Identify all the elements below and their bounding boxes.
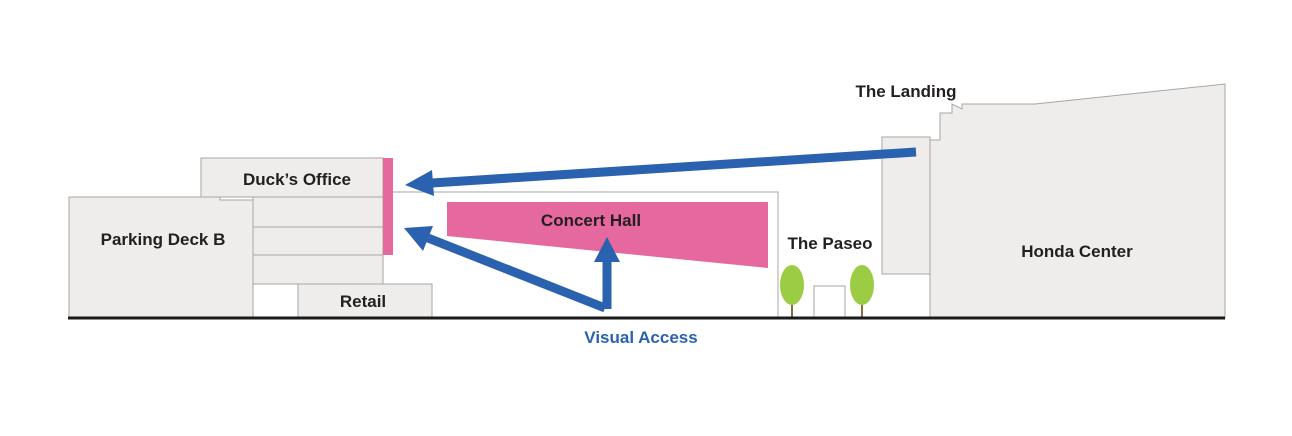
tree-left <box>780 265 804 318</box>
visual-access-label: Visual Access <box>584 328 698 347</box>
paseo-tower-building <box>881 136 931 275</box>
concert-hall-shape <box>447 202 768 268</box>
arrow-landing-to-office-head <box>405 170 434 196</box>
arrow-visual-access-office-shaft <box>426 233 607 313</box>
arrow-visual-access-up-head <box>594 237 620 262</box>
concert-hall-label: Concert Hall <box>540 211 642 230</box>
tree-right <box>850 265 874 318</box>
concert-hall-outline <box>386 191 779 318</box>
ducks-office-building <box>200 157 384 198</box>
paseo-kiosk <box>813 285 846 319</box>
office-floor-4 <box>252 254 384 285</box>
office-floor-3 <box>252 226 384 256</box>
office-facade-highlight <box>383 158 393 255</box>
parking-deck-building <box>68 196 254 319</box>
retail-label: Retail <box>339 292 387 311</box>
office-floor-2 <box>252 196 384 228</box>
ducks-office-label: Duck’s Office <box>242 170 352 189</box>
parking-deck-label: Parking Deck B <box>100 230 226 249</box>
honda-center-building <box>929 83 1226 319</box>
the-paseo-label: The Paseo <box>787 234 873 253</box>
honda-center-label: Honda Center <box>1021 242 1133 261</box>
arrow-landing-to-office-shaft <box>431 147 917 188</box>
the-landing-label: The Landing <box>855 82 957 101</box>
arrow-visual-access-office-head <box>404 226 433 251</box>
